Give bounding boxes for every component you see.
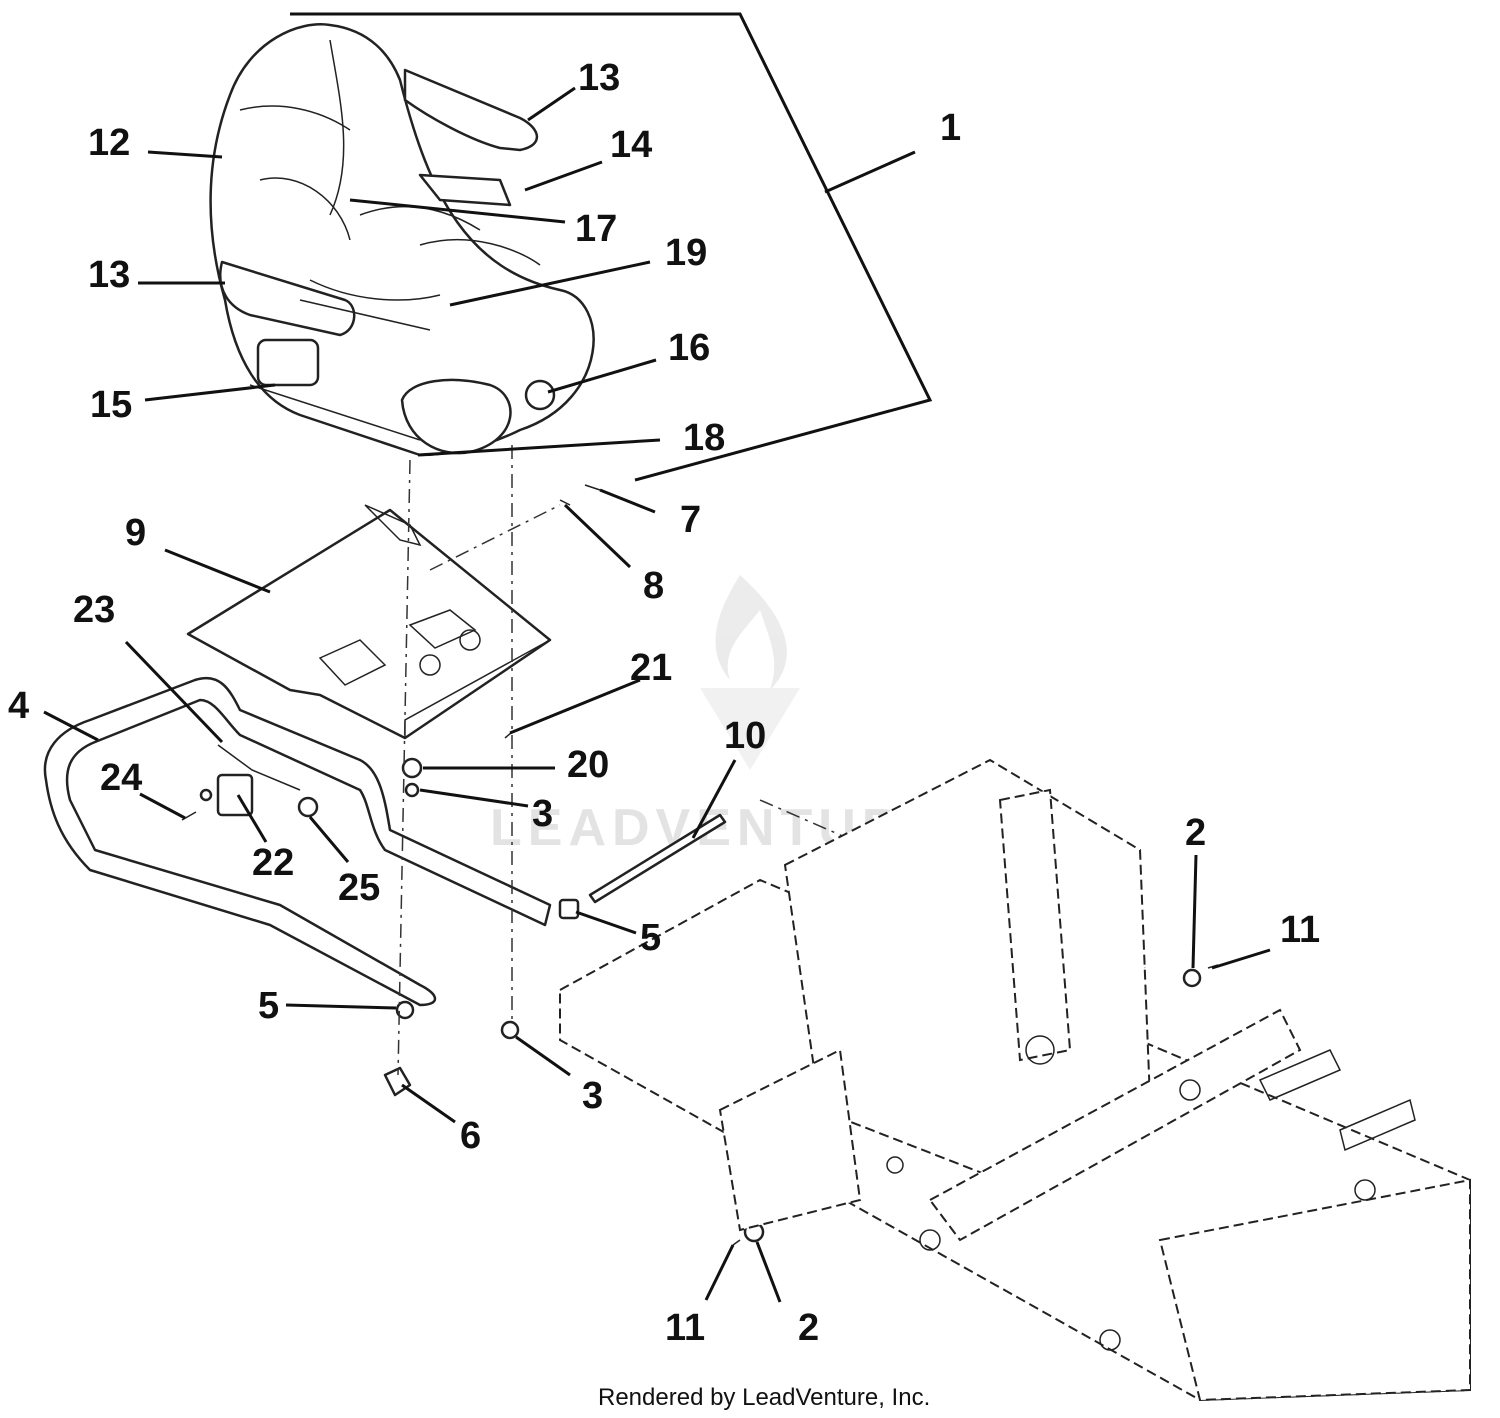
callout-6: 6 bbox=[460, 1115, 481, 1157]
callout-16: 16 bbox=[668, 327, 710, 369]
callout-11-upper: 11 bbox=[1280, 909, 1320, 951]
callout-23: 23 bbox=[73, 589, 115, 631]
callout-5-left: 5 bbox=[258, 985, 279, 1027]
callout-14: 14 bbox=[610, 124, 652, 166]
callout-25: 25 bbox=[338, 867, 380, 909]
hardware bbox=[383, 484, 1219, 1246]
callout-3-lower: 3 bbox=[582, 1075, 603, 1117]
callout-9: 9 bbox=[125, 512, 146, 554]
callout-4: 4 bbox=[8, 685, 29, 727]
seat-support-tube bbox=[43, 677, 552, 1007]
callout-5-right: 5 bbox=[640, 917, 661, 959]
callout-15: 15 bbox=[90, 384, 132, 426]
leader-lines bbox=[43, 86, 1271, 1303]
seat-assembly-bracket bbox=[290, 12, 933, 482]
callout-11-lower: 11 bbox=[665, 1307, 705, 1349]
callout-2-lower: 2 bbox=[798, 1307, 819, 1349]
callout-2-upper: 2 bbox=[1185, 812, 1206, 854]
callout-8: 8 bbox=[643, 565, 664, 607]
callout-17: 17 bbox=[575, 208, 617, 250]
callout-22: 22 bbox=[252, 842, 294, 884]
callout-21: 21 bbox=[630, 647, 672, 689]
callout-10: 10 bbox=[724, 715, 766, 757]
callout-13-upper: 13 bbox=[578, 57, 620, 99]
callout-3-upper: 3 bbox=[532, 793, 553, 835]
seat-switch bbox=[181, 744, 319, 821]
callout-20: 20 bbox=[567, 744, 609, 786]
callout-24: 24 bbox=[100, 757, 142, 799]
seat-assembly bbox=[209, 23, 595, 457]
callout-12: 12 bbox=[88, 122, 130, 164]
callout-7: 7 bbox=[680, 499, 701, 541]
mower-frame bbox=[559, 758, 1471, 1402]
callout-1: 1 bbox=[940, 107, 961, 149]
callout-19: 19 bbox=[665, 232, 707, 274]
seat-pan bbox=[186, 504, 552, 740]
callout-labels: 1 2 2 3 3 4 5 5 6 7 8 9 10 11 11 12 13 1… bbox=[8, 57, 1320, 1349]
callout-13-lower: 13 bbox=[88, 254, 130, 296]
footer-credit: Rendered by LeadVenture, Inc. bbox=[598, 1384, 930, 1411]
flame-v-logo-icon bbox=[700, 575, 800, 770]
callout-18: 18 bbox=[683, 417, 725, 459]
rod bbox=[558, 813, 727, 920]
